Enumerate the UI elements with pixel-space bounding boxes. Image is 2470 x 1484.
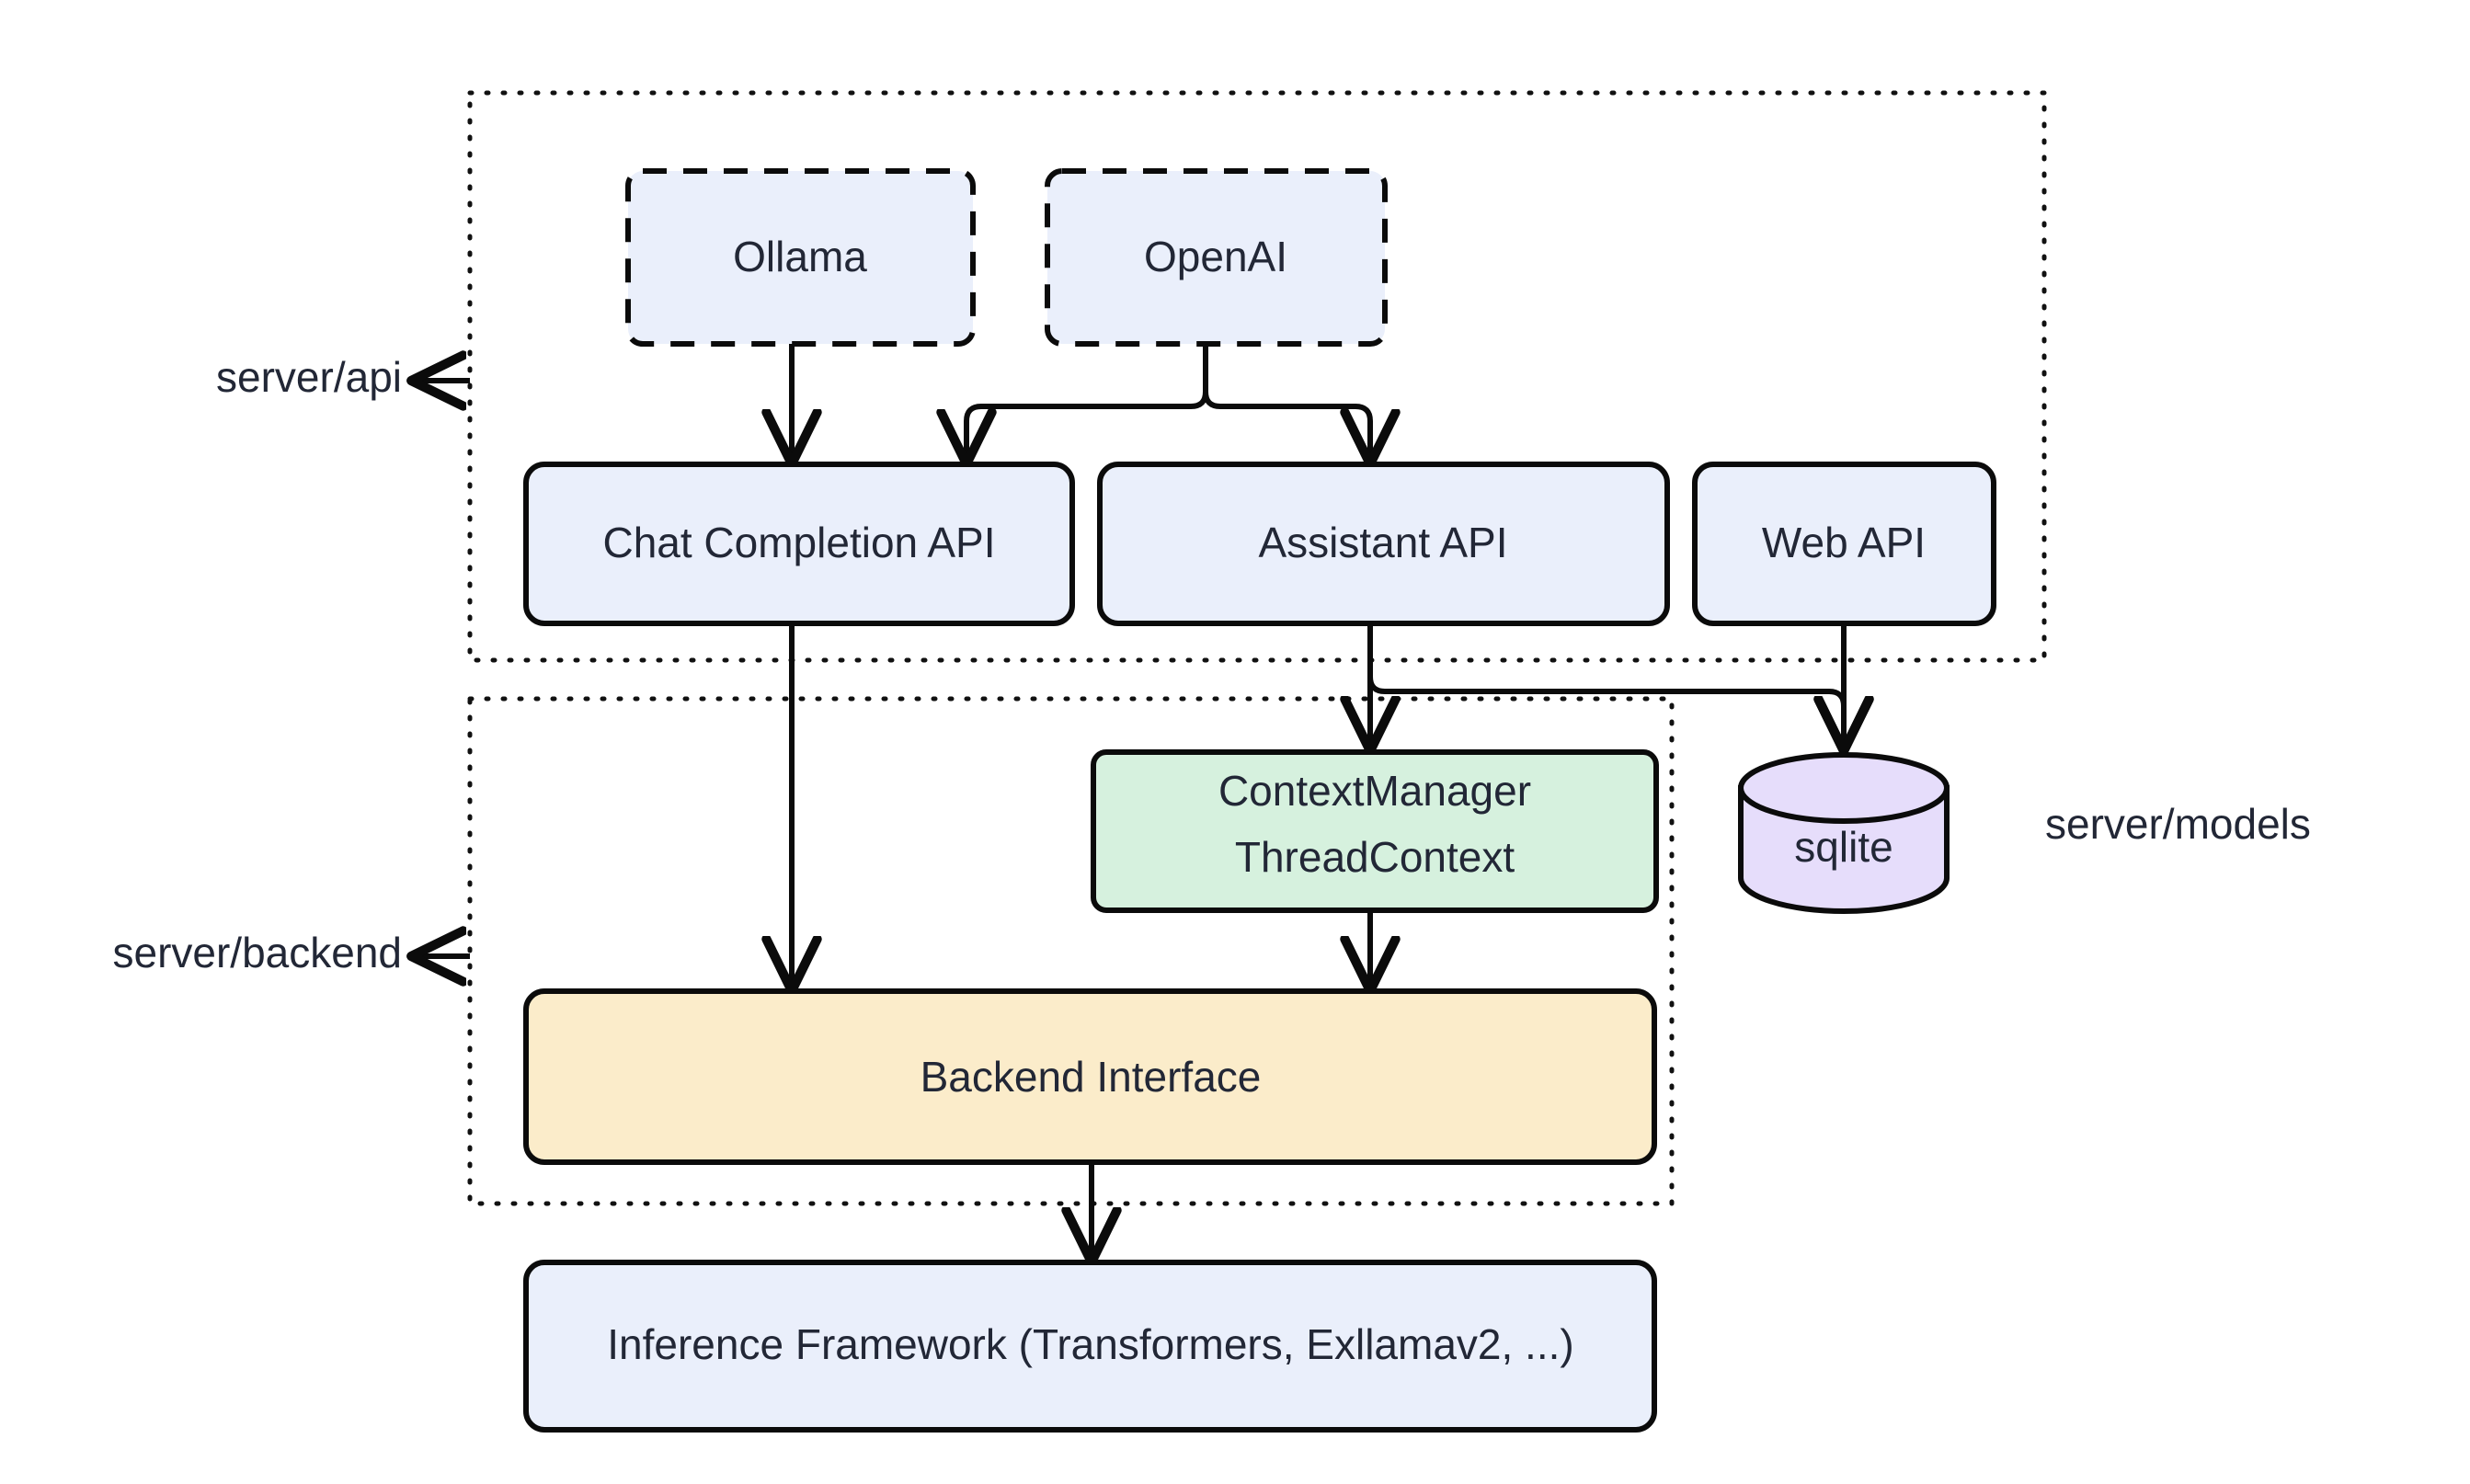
node-openai[interactable]: OpenAI bbox=[1045, 168, 1388, 347]
cluster-label-server-backend-text: server/backend bbox=[113, 929, 403, 976]
edge-openai-to-chat-api bbox=[966, 344, 1208, 460]
node-web-api[interactable]: Web API bbox=[1692, 462, 1996, 626]
node-ollama[interactable]: Ollama bbox=[625, 168, 976, 347]
node-chat-completion-api-box[interactable] bbox=[523, 462, 1075, 626]
node-assistant-api[interactable]: Assistant API bbox=[1097, 462, 1670, 626]
node-assistant-api-label: Assistant API bbox=[1258, 519, 1507, 566]
node-web-api-box[interactable] bbox=[1692, 462, 1996, 626]
node-backend-interface-label: Backend Interface bbox=[921, 1053, 1262, 1101]
node-openai-label: OpenAI bbox=[1144, 233, 1287, 280]
edge-assistant-api-to-sqlite bbox=[1367, 676, 1844, 747]
cluster-server-api bbox=[467, 90, 2047, 663]
cluster-label-server-backend: server/backend bbox=[113, 929, 470, 976]
node-chat-completion-api-label: Chat Completion API bbox=[602, 519, 995, 566]
node-assistant-api-box[interactable] bbox=[1097, 462, 1670, 626]
node-chat-completion-api[interactable]: Chat Completion API bbox=[523, 462, 1075, 626]
edge-openai-to-assistant-api bbox=[1203, 344, 1370, 460]
cluster-label-server-api: server/api bbox=[216, 353, 470, 401]
node-openai-box[interactable] bbox=[1045, 168, 1388, 347]
node-web-api-label: Web API bbox=[1762, 519, 1926, 566]
node-ollama-label: Ollama bbox=[733, 233, 867, 280]
node-inference-framework-box[interactable] bbox=[523, 1260, 1657, 1433]
node-backend-interface[interactable]: Backend Interface bbox=[523, 988, 1657, 1165]
node-inference-framework-label: Inference Framework (Transformers, Exlla… bbox=[607, 1320, 1573, 1368]
cluster-server-backend bbox=[467, 696, 1675, 1206]
node-ollama-box[interactable] bbox=[625, 168, 976, 347]
node-sqlite[interactable]: sqlite bbox=[1738, 752, 1950, 914]
node-contextmanager-box[interactable] bbox=[1091, 749, 1659, 913]
node-sqlite-label: sqlite bbox=[1794, 823, 1893, 871]
side-label-server-models: server/models bbox=[2045, 800, 2311, 848]
node-contextmanager[interactable]: ContextManager ThreadContext bbox=[1091, 749, 1659, 913]
node-sqlite-top[interactable] bbox=[1738, 752, 1950, 824]
node-contextmanager-label-line2: ThreadContext bbox=[1235, 833, 1515, 881]
node-inference-framework[interactable]: Inference Framework (Transformers, Exlla… bbox=[523, 1260, 1657, 1433]
node-contextmanager-label-line1: ContextManager bbox=[1218, 767, 1531, 815]
node-backend-interface-box[interactable] bbox=[523, 988, 1657, 1165]
cluster-label-server-api-text: server/api bbox=[216, 353, 402, 401]
